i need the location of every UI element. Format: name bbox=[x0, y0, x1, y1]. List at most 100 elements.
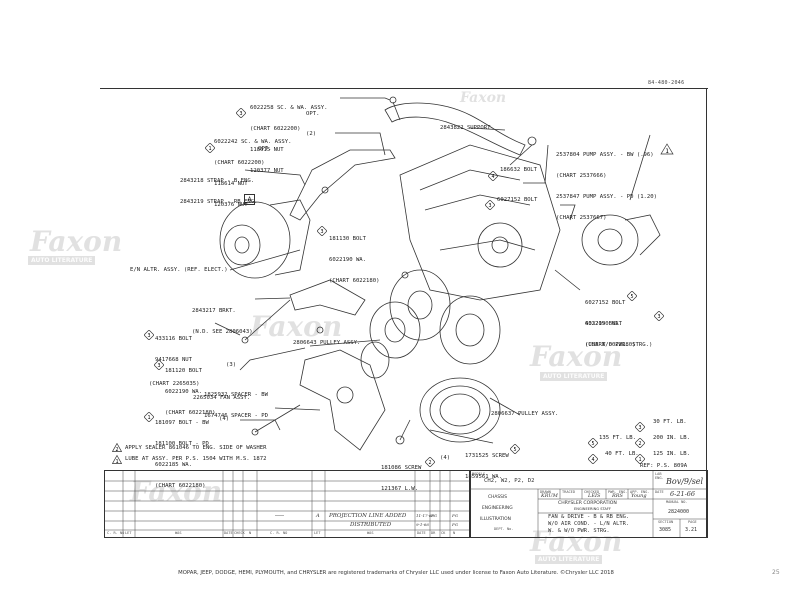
section-value: 3085 bbox=[659, 527, 672, 533]
rev-header: CHECK bbox=[234, 531, 245, 535]
small-pulley bbox=[369, 301, 421, 359]
power-steering-pump bbox=[581, 214, 639, 266]
callout-qty: (4) bbox=[440, 455, 451, 461]
svg-text:1: 1 bbox=[665, 148, 669, 155]
spacer bbox=[360, 341, 390, 379]
callout-bolt-186632: 186632 BOLT bbox=[500, 167, 538, 173]
callout-line: 120377 NUT bbox=[250, 168, 284, 174]
callout-line: 2537847 PUMP ASSY. - PD (1.20) bbox=[556, 194, 658, 200]
watermark-logo: Faxon bbox=[30, 225, 123, 258]
revision-block: C. R. NO LET WAS DATE CHECK N C. R. NO L… bbox=[104, 470, 471, 538]
callout-opt: OPT. bbox=[258, 146, 272, 152]
callout-line: 118614 NUT bbox=[214, 181, 248, 187]
callout-alternator: E/N ALTR. ASSY. (REF. ELECT.) bbox=[130, 267, 228, 273]
callout-line: 120376 NUT bbox=[214, 202, 248, 208]
alternator bbox=[219, 201, 291, 279]
rev-header: DATE bbox=[224, 531, 233, 535]
rev-entry-was: DISTRIBUTED bbox=[350, 522, 392, 528]
callout-line: 6022190 WA. bbox=[329, 257, 367, 263]
torque-value: 40 FT. LB. bbox=[605, 451, 639, 457]
description-line: FAN & DRIVE - B & RB ENG. bbox=[548, 514, 630, 520]
callout-line: (CHART 6022180) bbox=[329, 278, 380, 284]
page-value: 3.21 bbox=[685, 527, 698, 533]
svg-text:2: 2 bbox=[428, 460, 431, 466]
callout-line: 6022190 WA. bbox=[585, 321, 623, 327]
callout-line: 121367 L.W. bbox=[381, 486, 419, 492]
callout-line: (N.D. SEE 2806043) bbox=[192, 329, 253, 335]
torque-diamond-3: 3 bbox=[153, 355, 165, 371]
torque-diamond-4: 4 bbox=[487, 166, 499, 182]
watermark-logo: Faxon bbox=[130, 475, 223, 508]
svg-text:1: 1 bbox=[638, 457, 641, 463]
callout-line: 2537804 PUMP ASSY. - BW (.96) bbox=[556, 152, 654, 158]
rev-header: C. R. NO bbox=[270, 531, 288, 535]
title-grid bbox=[470, 471, 707, 537]
callout-screw-1731525: 1731525 SCREW 1859561 WA. bbox=[465, 439, 509, 495]
callout-line: 2843218 STRAP - B ENG. bbox=[180, 178, 255, 184]
bolt bbox=[254, 404, 301, 433]
callout-pulley-2806643: 2806643 PULLEY ASSY. bbox=[293, 340, 361, 346]
svg-text:5: 5 bbox=[513, 447, 516, 453]
rev-header: LET bbox=[125, 531, 132, 535]
section-label: SECTION bbox=[658, 520, 674, 524]
lab-label: LAB ENG. bbox=[655, 472, 664, 480]
engine-block bbox=[399, 144, 561, 301]
callout-qty: (4) bbox=[219, 416, 230, 422]
rev-entry-n: PG bbox=[452, 513, 458, 518]
callout-screw-181086: 181086 SCREW 121367 L.W. bbox=[381, 451, 421, 507]
callout-line: 181086 SCREW bbox=[381, 465, 422, 471]
torque-diamond-3: 3 bbox=[484, 195, 496, 211]
callout-second-screw: 6022242 SC. & WA. ASSY. (CHART 6022200) … bbox=[214, 125, 291, 223]
rev-entry-dr: PG bbox=[431, 513, 437, 518]
rev-header: DR bbox=[431, 531, 436, 535]
callout-bolt-433205: 433205 BOLT (USE W/O PWR. STRG.) bbox=[585, 307, 652, 363]
callout-line: (CHART 6022180) bbox=[155, 483, 206, 489]
callout-line: 1731525 SCREW bbox=[465, 453, 509, 459]
callout-line: (CHART 6022180) bbox=[165, 410, 216, 416]
callout-fan: 2265034 FAN ASSY. bbox=[193, 395, 251, 401]
rev-header: DATE bbox=[417, 531, 426, 535]
callout-line: 433116 BOLT bbox=[155, 336, 193, 342]
app-eng-label: APP. ENG. bbox=[630, 490, 650, 494]
company: CHRYSLER CORPORATION bbox=[558, 501, 617, 506]
callout-bolt-6027152: 6027152 BOLT bbox=[497, 197, 538, 203]
callout-line: 181097 BOLT - BW bbox=[155, 420, 209, 426]
watermark-logo: Faxon bbox=[530, 340, 623, 373]
callout-line: 1859561 WA. bbox=[465, 474, 503, 480]
callout-line: 2843219 STRAP - RB ENG. bbox=[180, 199, 258, 205]
callout-line: (CHART 2537666) bbox=[556, 173, 607, 179]
callout-line: 2843217 BRKT. bbox=[192, 308, 236, 314]
svg-text:3: 3 bbox=[320, 229, 323, 235]
callout-opt: OPT. bbox=[306, 111, 320, 117]
description-line: W/O AIR COND. - L/N ALTR. bbox=[548, 521, 630, 527]
svg-text:3: 3 bbox=[488, 203, 491, 209]
rev-header: WAS bbox=[175, 531, 182, 535]
pwr-eng-label: PWR. ENG. bbox=[608, 490, 628, 494]
note-text: APPLY SEALER 861046 TO ENG. SIDE OF WASH… bbox=[125, 445, 267, 451]
bolt bbox=[509, 144, 533, 166]
callout-line: 1674746 SPACER - PD bbox=[204, 413, 268, 419]
revision-grid bbox=[105, 471, 470, 537]
torque-diamond-1: 1 bbox=[143, 407, 155, 423]
page-label: PAGE bbox=[688, 520, 697, 524]
checked-value: LEIS bbox=[588, 493, 601, 499]
svg-text:3: 3 bbox=[657, 314, 660, 320]
note-triangle-2: 2 bbox=[112, 443, 122, 452]
description-line: W. & W/O PWR. STRG. bbox=[548, 528, 610, 534]
fan-assembly bbox=[299, 349, 386, 451]
rev-entry-letter: A bbox=[316, 513, 320, 519]
pwr-eng-value: RRS bbox=[612, 493, 623, 499]
drawn-label: DRAWN bbox=[540, 490, 551, 494]
note-text: LUBE AT ASSY. PER P.S. 1504 WITH M.S. 18… bbox=[125, 456, 267, 462]
dept-line: ENGINEERING bbox=[482, 506, 513, 511]
callout-line: 433205 BOLT bbox=[585, 321, 623, 327]
rev-header: N bbox=[249, 531, 252, 535]
rev-header: WAS bbox=[367, 531, 374, 535]
drawing-number: 84-480-2046 bbox=[648, 80, 685, 86]
note-triangle-1: 1 bbox=[112, 455, 122, 464]
callout-top-screw: 6022258 SC. & WA. ASSY. (CHART 6022200) … bbox=[250, 91, 327, 189]
callout-line: (CHART 6022180) bbox=[585, 342, 636, 348]
callout-line: 6022258 SC. & WA. ASSY. bbox=[250, 105, 328, 111]
callout-spacer-chart: (CHART 2265035) bbox=[149, 381, 200, 387]
